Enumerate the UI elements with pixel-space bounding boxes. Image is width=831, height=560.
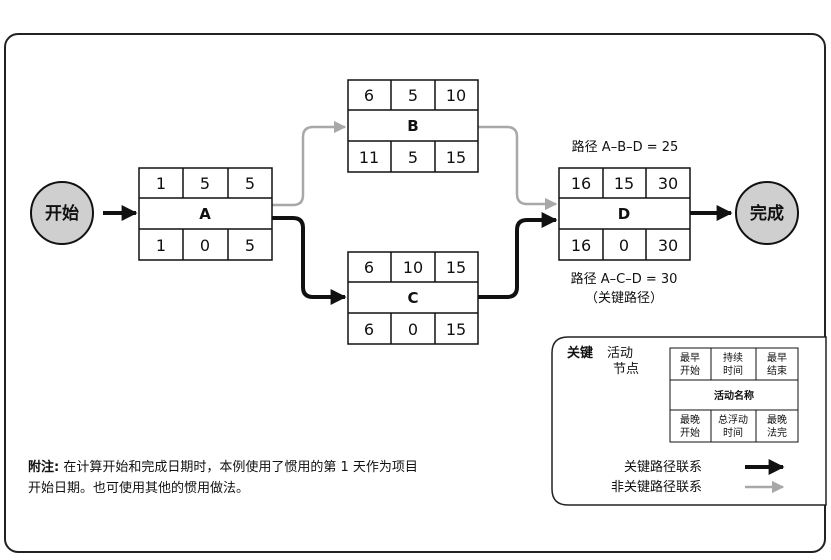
node-c-late-finish: 15 xyxy=(446,320,466,339)
legend-node-label-1: 活动 xyxy=(607,346,633,361)
node-b-early-finish: 10 xyxy=(446,86,466,105)
path-acd-label: 路径 A–C–D = 30 xyxy=(571,271,678,287)
node-d-early-start: 16 xyxy=(571,174,591,193)
node-d-early-finish: 30 xyxy=(658,174,678,193)
link-c-d xyxy=(478,212,558,299)
activity-node-d: 16 15 30 D 16 0 30 xyxy=(558,167,691,261)
node-c-early-start: 6 xyxy=(364,258,374,277)
activity-node-c: 6 10 15 C 6 0 15 xyxy=(347,251,479,345)
node-c-name: C xyxy=(407,289,418,307)
legend-late-finish-1: 最晚 xyxy=(767,414,787,426)
node-d-duration: 15 xyxy=(614,174,634,193)
legend-late-start-1: 最晚 xyxy=(680,414,700,426)
node-b-early-start: 6 xyxy=(364,86,374,105)
footnote-label: 附注: xyxy=(28,459,59,475)
legend-early-start-2: 开始 xyxy=(680,364,700,377)
node-b-late-start: 11 xyxy=(359,148,379,167)
activity-node-b: 6 5 10 B 11 5 15 xyxy=(347,79,479,173)
legend-noncritical-link-label: 非关键路径联系 xyxy=(611,479,702,495)
legend-early-finish-2: 结束 xyxy=(767,364,787,377)
legend-title: 关键 xyxy=(567,345,593,361)
activity-node-a: 1 5 5 A 1 0 5 xyxy=(138,167,273,261)
diagram-frame xyxy=(4,33,826,553)
node-c-duration: 10 xyxy=(403,258,423,277)
legend-activity-name: 活动名称 xyxy=(714,389,754,402)
path-acd-note: （关键路径） xyxy=(585,290,663,306)
legend-total-float-1: 总浮动 xyxy=(718,413,748,426)
node-c-total-float: 0 xyxy=(408,320,418,339)
node-b-total-float: 5 xyxy=(408,148,418,167)
legend-total-float-2: 时间 xyxy=(723,426,743,439)
legend-duration-2: 时间 xyxy=(723,364,743,377)
start-node xyxy=(30,181,94,245)
start-label: 开始 xyxy=(45,203,79,224)
legend-late-finish-2: 法完 xyxy=(767,426,787,439)
node-a-total-float: 0 xyxy=(200,236,210,255)
node-a-late-start: 1 xyxy=(156,236,166,255)
legend-late-start-2: 开始 xyxy=(680,426,700,439)
node-a-early-finish: 5 xyxy=(245,174,255,193)
legend-node-label-2: 节点 xyxy=(613,362,639,377)
node-b-duration: 5 xyxy=(408,86,418,105)
legend-critical-link-label: 关键路径联系 xyxy=(624,459,702,475)
footnote-text-1: 在计算开始和完成日期时，本例使用了惯用的第 1 天作为项目 xyxy=(59,459,418,475)
node-b-late-finish: 15 xyxy=(446,148,466,167)
legend-early-finish-1: 最早 xyxy=(767,352,787,364)
legend-box: 关键 活动 节点 最早 开始 持续 时间 最早 结束 活动名称 最晚 开始 总浮… xyxy=(551,336,827,506)
link-a-c xyxy=(272,216,347,305)
node-d-late-start: 16 xyxy=(571,236,591,255)
node-a-name: A xyxy=(199,205,211,223)
finish-label: 完成 xyxy=(750,203,784,224)
legend-duration-1: 持续 xyxy=(723,351,743,364)
node-d-total-float: 0 xyxy=(619,236,629,255)
legend-early-start-1: 最早 xyxy=(680,352,700,364)
link-a-b xyxy=(272,120,347,207)
link-b-d xyxy=(478,125,558,211)
path-abd-label: 路径 A–B–D = 25 xyxy=(572,139,679,155)
node-c-late-start: 6 xyxy=(364,320,374,339)
footnote-line-2: 开始日期。也可使用其他的惯用做法。 xyxy=(28,480,249,496)
finish-node xyxy=(735,181,799,245)
node-b-name: B xyxy=(407,117,418,135)
node-d-name: D xyxy=(618,205,630,223)
node-a-early-start: 1 xyxy=(156,174,166,193)
node-a-late-finish: 5 xyxy=(245,236,255,255)
node-a-duration: 5 xyxy=(200,174,210,193)
footnote-line-1: 附注: 在计算开始和完成日期时，本例使用了惯用的第 1 天作为项目 xyxy=(28,459,418,475)
node-d-late-finish: 30 xyxy=(658,236,678,255)
node-c-early-finish: 15 xyxy=(446,258,466,277)
